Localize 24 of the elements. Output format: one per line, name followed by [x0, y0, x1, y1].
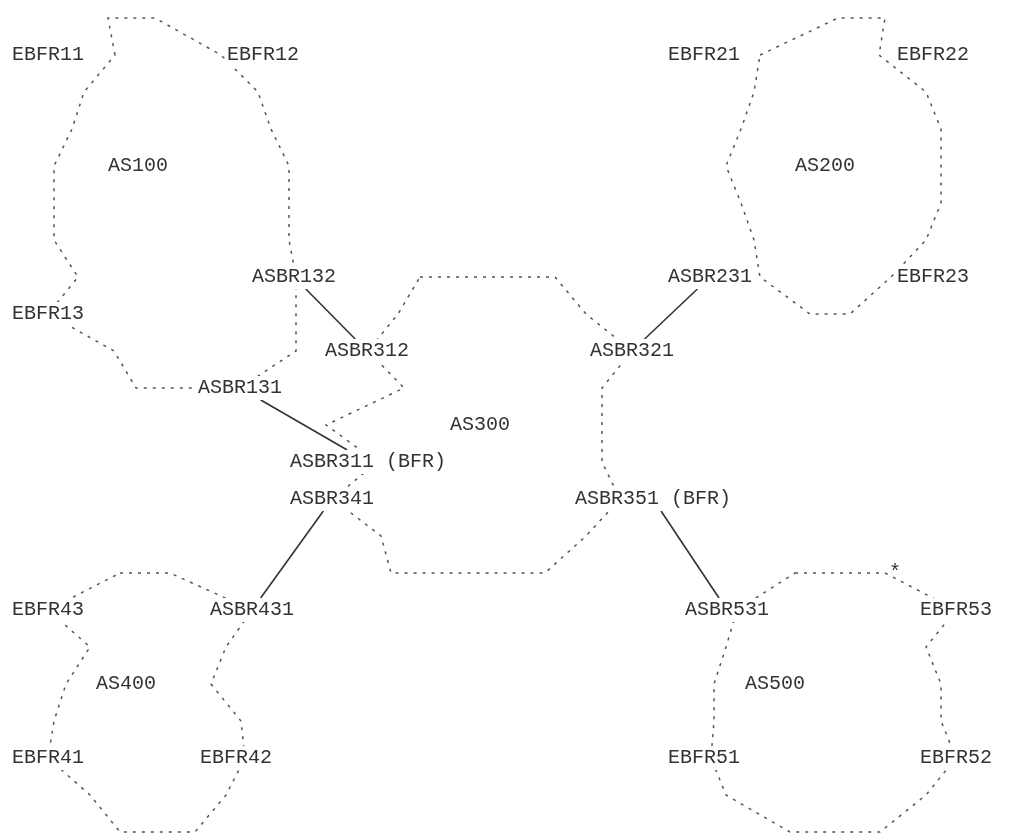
link-line: [259, 399, 349, 451]
link-line: [660, 510, 720, 599]
router-label: ASBR531: [683, 598, 771, 622]
router-label: EBFR53: [918, 598, 994, 622]
link-line: [643, 288, 699, 340]
as-name: AS400: [96, 672, 156, 696]
router-label: EBFR13: [10, 302, 86, 326]
router-label: ASBR431: [208, 598, 296, 622]
router-label: EBFR43: [10, 598, 86, 622]
router-label: EBFR52: [918, 746, 994, 770]
as-name: AS100: [108, 154, 168, 178]
router-label: ASBR321: [588, 339, 676, 363]
as-name: AS200: [795, 154, 855, 178]
router-label: ASBR312: [323, 339, 411, 363]
boundary-mark: *: [889, 561, 901, 585]
router-label: ASBR131: [196, 376, 284, 400]
router-label: ASBR341: [288, 487, 376, 511]
link-line: [305, 288, 356, 340]
router-label: EBFR51: [666, 746, 742, 770]
as-name: AS500: [745, 672, 805, 696]
as-name: AS300: [450, 413, 510, 437]
link-line: [259, 510, 325, 599]
router-label: ASBR132: [250, 265, 338, 289]
router-label: EBFR41: [10, 746, 86, 770]
